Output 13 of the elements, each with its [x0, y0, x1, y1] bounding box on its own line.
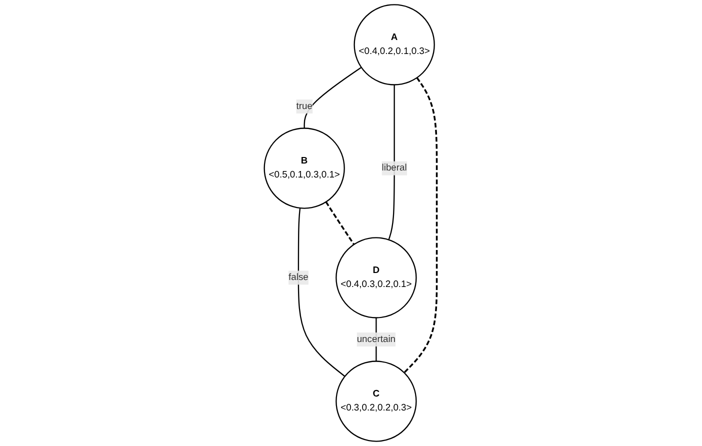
connector: [404, 77, 438, 374]
edge-label: liberal: [382, 162, 408, 173]
connector: [388, 84, 396, 240]
edge-label: uncertain: [357, 334, 396, 344]
node-circle: B <0.5,0.1,0.3,0.1>: [264, 128, 346, 209]
connector: [298, 208, 346, 377]
connector: [326, 201, 356, 245]
edge-label: true: [296, 101, 313, 112]
node-circle: D <0.4,0.3,0.2,0.1>: [336, 237, 418, 318]
node-circle: C <0.3,0.2,0.2,0.3>: [336, 360, 418, 442]
edge-label: false: [288, 272, 309, 282]
node-circle: A <0.4,0.2,0.1,0.3>: [354, 4, 436, 86]
connector: [304, 66, 362, 128]
